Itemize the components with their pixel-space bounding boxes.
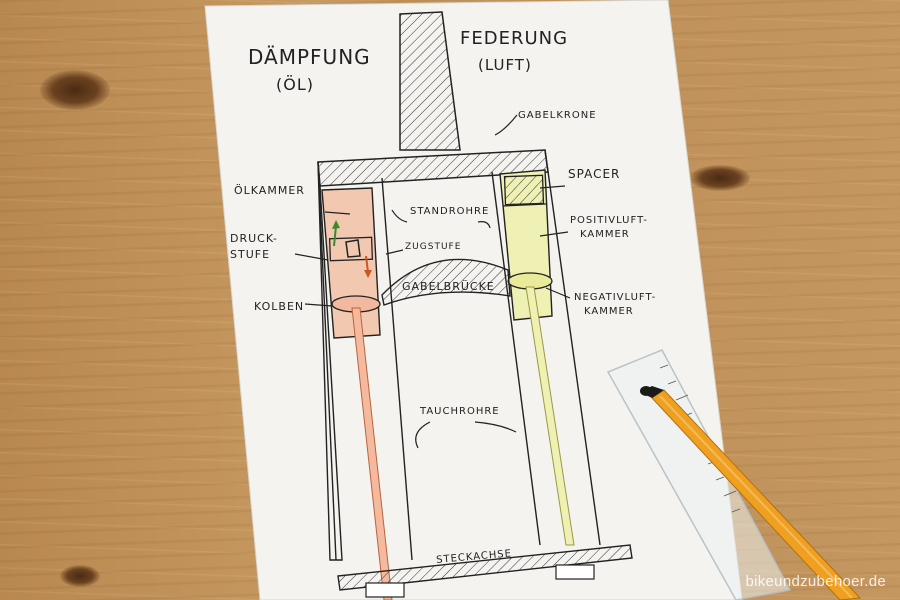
- gabelbruecke-arch: [381, 258, 511, 306]
- wood-knot: [60, 565, 100, 587]
- label-positivluft-2: KAMMER: [580, 229, 630, 240]
- label-negativluft-2: KAMMER: [584, 306, 634, 317]
- title-daempfung-sub: (ÖL): [276, 75, 314, 94]
- title-daempfung: DÄMPFUNG: [248, 45, 371, 69]
- label-druckstufe-2: STUFE: [230, 248, 270, 261]
- wood-knot: [40, 70, 110, 110]
- label-positivluft-1: POSITIVLUFT-: [570, 215, 648, 226]
- label-tauchrohre: TAUCHROHRE: [419, 406, 500, 417]
- paper-sheet: [204, 0, 743, 600]
- wood-knot: [690, 165, 750, 191]
- spacer-block: [503, 174, 545, 206]
- air-rod: [525, 286, 575, 546]
- steckachse-axle: [337, 544, 633, 591]
- crown-stem: [399, 11, 461, 151]
- label-negativluft-1: NEGATIVLUFT-: [574, 292, 656, 303]
- label-zugstufe: ZUGSTUFE: [405, 242, 461, 252]
- title-federung: FEDERUNG: [460, 28, 568, 49]
- label-kolben: KOLBEN: [254, 300, 304, 313]
- damper-rod: [351, 307, 393, 600]
- label-gabelbruecke: GABELBRÜCKE: [402, 280, 495, 293]
- title-federung-sub: (LUFT): [478, 56, 532, 74]
- label-gabelkrone: GABELKRONE: [518, 110, 597, 121]
- watermark-text: bikeundzubehoer.de: [745, 573, 886, 590]
- label-standrohre: STANDROHRE: [410, 206, 489, 217]
- ballpoint-pen-icon: [640, 386, 862, 600]
- label-spacer: SPACER: [568, 167, 620, 181]
- damper-valve: [328, 236, 374, 262]
- label-druckstufe-1: DRUCK-: [230, 232, 278, 245]
- label-oelkammer: ÖLKAMMER: [234, 184, 305, 197]
